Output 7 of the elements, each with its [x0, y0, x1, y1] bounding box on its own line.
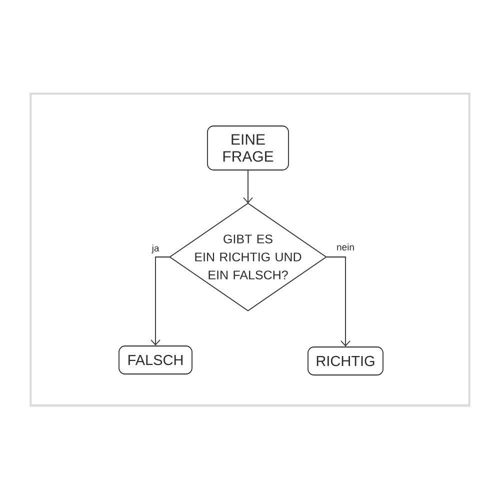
answer-box: FALSCH	[118, 346, 192, 374]
edge-label: nein	[336, 242, 356, 252]
question-box: EINE FRAGE	[207, 126, 289, 170]
arrow	[150, 256, 170, 346]
answer-box: RICHTIG	[308, 346, 384, 376]
arrow	[326, 256, 350, 347]
arrow	[243, 170, 253, 204]
